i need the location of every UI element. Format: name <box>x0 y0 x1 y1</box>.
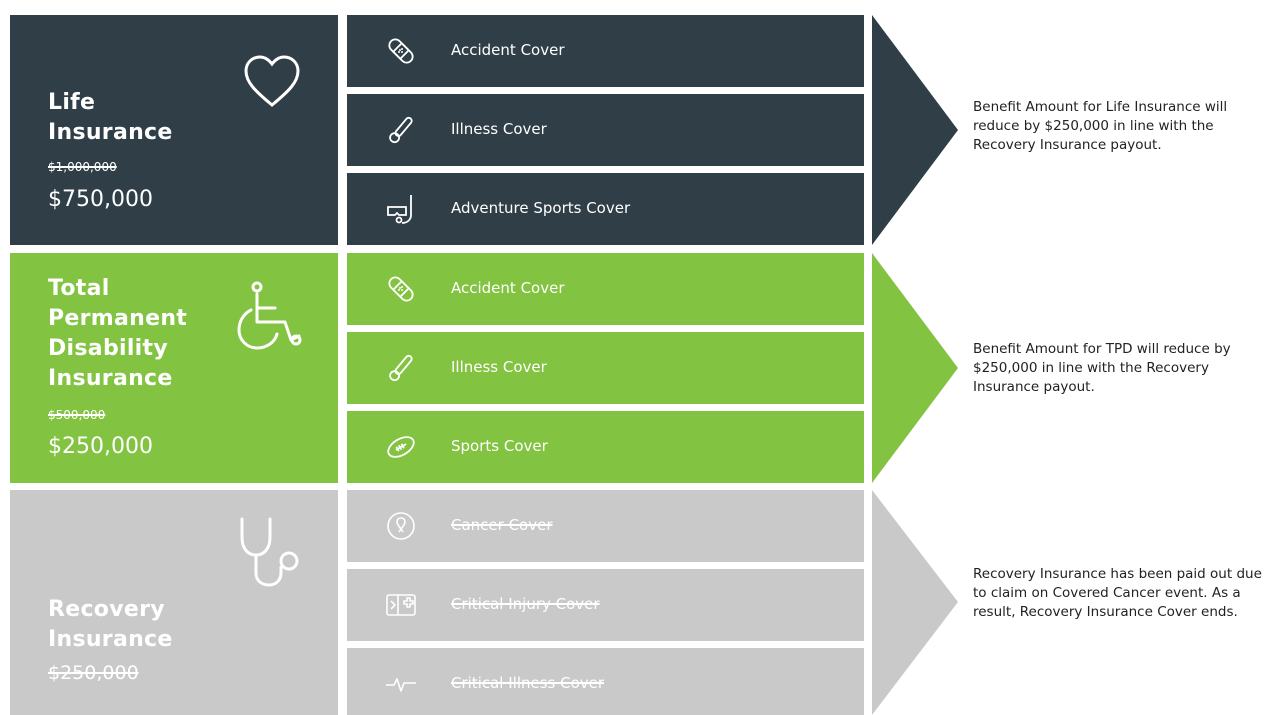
recovery-arrow <box>872 490 958 715</box>
wheelchair-icon <box>237 281 302 350</box>
cover-label: Critical Illness Cover <box>451 674 605 692</box>
recovery-insurance-title: Recovery Insurance <box>48 597 173 652</box>
recovery-cover-critical-injury: Critical Injury Cover <box>347 569 864 641</box>
life-new-amount: $750,000 <box>48 187 153 212</box>
cover-label: Illness Cover <box>451 358 547 376</box>
cover-label: Cancer Cover <box>451 516 553 534</box>
cover-label: Adventure Sports Cover <box>451 199 631 217</box>
tpd-insurance-title: Total Permanent Disability Insurance <box>48 276 188 391</box>
recovery-insurance-panel: Recovery Insurance $250,000 <box>10 490 338 715</box>
recovery-cover-cancer: Cancer Cover <box>347 490 864 562</box>
football-icon <box>387 436 415 458</box>
snorkel-icon <box>387 195 412 224</box>
tpd-old-amount: $500,000 <box>48 408 106 422</box>
thermometer-icon <box>389 116 413 144</box>
recovery-old-amount: $250,000 <box>48 662 139 684</box>
cover-label: Accident Cover <box>451 41 565 59</box>
bandage-icon <box>388 38 414 64</box>
tpd-cover-sports: Sports Cover <box>347 411 864 483</box>
tpd-cover-accident: Accident Cover <box>347 253 864 325</box>
life-old-amount: $1,000,000 <box>48 160 117 174</box>
tpd-note: Benefit Amount for TPD will reduce by $2… <box>973 341 1231 395</box>
ribbon-icon <box>387 512 415 540</box>
life-cover-illness: Illness Cover <box>347 94 864 166</box>
heart-icon <box>244 55 300 107</box>
tpd-new-amount: $250,000 <box>48 434 153 459</box>
cover-label: Illness Cover <box>451 120 547 138</box>
cover-label: Critical Injury Cover <box>451 595 600 613</box>
tpd-arrow <box>872 253 958 483</box>
tpd-insurance-panel: Total Permanent Disability Insurance $50… <box>10 253 338 483</box>
heartbeat-icon <box>386 678 416 692</box>
thermometer-icon <box>389 354 413 382</box>
cover-label: Sports Cover <box>451 437 548 455</box>
life-insurance-panel: Life Insurance $1,000,000 $750,000 <box>10 15 338 245</box>
life-cover-accident: Accident Cover <box>347 15 864 87</box>
medical-kit-icon <box>386 594 416 616</box>
life-arrow <box>872 15 958 245</box>
bandage-icon <box>388 276 414 302</box>
recovery-note: Recovery Insurance has been paid out due… <box>973 566 1262 620</box>
recovery-cover-critical-illness: Critical Illness Cover <box>347 648 864 715</box>
life-insurance-title: Life Insurance <box>48 90 173 145</box>
life-note: Benefit Amount for Life Insurance will r… <box>973 99 1228 153</box>
cover-label: Accident Cover <box>451 279 565 297</box>
life-cover-adventure-sports: Adventure Sports Cover <box>347 173 864 245</box>
stethoscope-icon <box>240 517 299 587</box>
tpd-cover-illness: Illness Cover <box>347 332 864 404</box>
